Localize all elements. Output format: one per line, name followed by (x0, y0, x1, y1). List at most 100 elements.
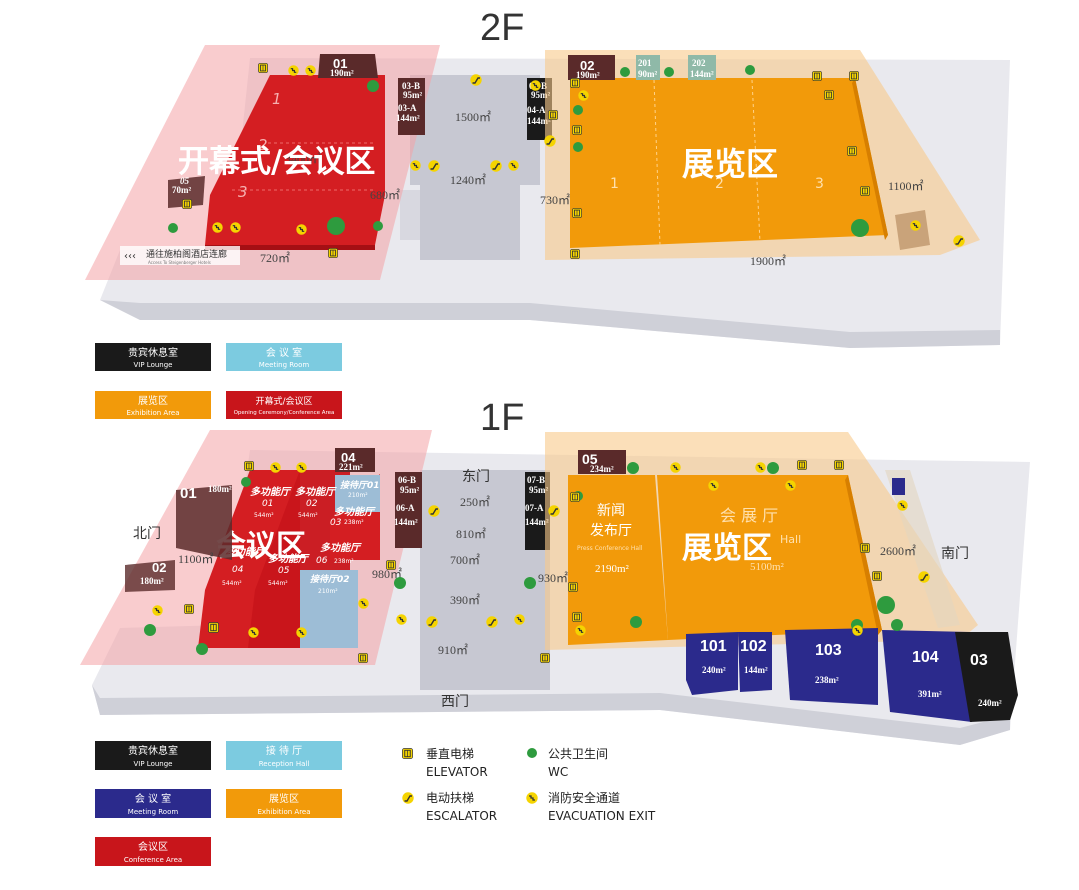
elevator-icon (548, 110, 558, 120)
expo-hall-cn: 会 展 厅 (720, 506, 778, 525)
room-102-area: 144m² (744, 665, 768, 675)
room-1f-02[interactable] (125, 560, 175, 592)
room-1f-03-area: 240m² (978, 698, 1002, 708)
room-103-no: 103 (815, 642, 842, 659)
mf06-area: 238m² (334, 558, 354, 565)
wc-icon (851, 219, 869, 237)
lobby-2f (410, 75, 540, 185)
room-1f-01[interactable] (176, 485, 232, 560)
area-680: 680㎡ (370, 188, 400, 202)
floor-2f-label: 2F (480, 7, 524, 49)
room-101[interactable] (686, 632, 738, 695)
svg-text:VIP Lounge: VIP Lounge (134, 361, 173, 369)
exit-icon (230, 222, 241, 233)
room-2f-03b-area: 95m² (403, 90, 422, 100)
room-2f-02[interactable] (568, 55, 615, 80)
expo-hall-2f (570, 78, 888, 248)
area-720: 720㎡ (260, 251, 290, 265)
room-2f-03[interactable] (398, 78, 425, 135)
svg-text:‹‹‹: ‹‹‹ (124, 251, 136, 262)
reception-hall-02[interactable] (300, 570, 358, 648)
opening-hall-2f (205, 75, 385, 245)
reception-hall-01[interactable] (335, 475, 380, 512)
mf03-area: 238m² (344, 519, 364, 526)
elevator-icon (812, 71, 822, 81)
room-1f-07b-no: 07-B (527, 475, 545, 485)
svg-text:展览区: 展览区 (269, 792, 299, 805)
legend-1f-exhibition: 展览区 Exhibition Area (226, 789, 342, 818)
area-1500: 1500㎡ (455, 110, 491, 124)
elevator-icon (847, 146, 857, 156)
room-2f-05-no: 05 (180, 176, 190, 186)
room-103-area: 238m² (815, 675, 839, 685)
room-1f-03-no: 03 (970, 652, 988, 669)
legend-2f-vip: 贵宾休息室 VIP Lounge (95, 343, 211, 371)
press-conference-hall[interactable] (568, 475, 668, 645)
exit-icon (296, 224, 307, 235)
exit-icon (248, 627, 259, 638)
hotel-walkway-sign[interactable]: ‹‹‹ 通往施柏阁酒店连廊 Access To Steigenberger Ho… (120, 246, 240, 265)
room-1f-05[interactable] (578, 450, 626, 474)
icon-legend-elevator-cn: 垂直电梯 (426, 747, 474, 761)
elevator-icon (182, 199, 192, 209)
mf02-area: 544m² (298, 512, 318, 519)
floor-2f: 2F 1 2 3 3400㎡ 开幕式/会议区 01 190m² 05 70m² … (85, 7, 1010, 419)
exit-icon (578, 90, 589, 101)
escalator-icon (426, 616, 438, 628)
room-2f-01[interactable] (318, 54, 378, 78)
exit-icon (530, 80, 541, 91)
room-104[interactable] (882, 630, 972, 722)
icon-legend-elevator-en: ELEVATOR (426, 765, 488, 779)
elevator-icon (572, 208, 582, 218)
exit-icon (212, 222, 223, 233)
room-104-area: 391m² (918, 689, 942, 699)
elevator-icon (540, 653, 550, 663)
mf04-no: 04 (232, 565, 244, 575)
press-hall-cn2: 发布厅 (590, 523, 632, 539)
svg-text:VIP Lounge: VIP Lounge (134, 760, 173, 768)
mf03-no: 03 (330, 518, 342, 528)
area-930: 930㎡ (538, 571, 568, 585)
escalator-icon (490, 160, 502, 172)
room-1f-03[interactable] (955, 632, 1018, 722)
room-2f-201[interactable] (636, 55, 660, 80)
room-102[interactable] (738, 632, 772, 692)
room-1f-01-no: 01 (180, 485, 197, 502)
mf01-name: 多功能厅 (250, 486, 292, 498)
room-2f-202[interactable] (688, 55, 716, 80)
expo-hall-area: 5100m² (750, 561, 785, 573)
exit-icon (852, 625, 863, 636)
room-1f-04-area: 221m² (339, 462, 363, 472)
room-1f-07[interactable] (525, 472, 550, 550)
room-2f-01-no: 01 (333, 56, 347, 71)
room-1f-02-area: 180m² (140, 576, 164, 586)
elevator-icon (386, 560, 396, 570)
elevator-icon (402, 748, 413, 759)
room-103[interactable] (785, 628, 878, 705)
legend-1f-reception: 接 待 厅 Reception Hall (226, 741, 342, 770)
wc-icon (241, 477, 251, 487)
wc-icon (394, 577, 406, 589)
elevator-icon (568, 582, 578, 592)
wc-icon (620, 67, 630, 77)
escalator-icon (428, 160, 440, 172)
room-1f-04[interactable] (335, 448, 375, 472)
wc-icon (627, 462, 639, 474)
legend-2f-opening: 开幕式/会议区 Opening Ceremony/Conference Area (226, 391, 342, 419)
legend-1f: 贵宾休息室 VIP Lounge 接 待 厅 Reception Hall 会 … (95, 741, 342, 866)
room-101-area: 240m² (702, 665, 726, 675)
area-3400: 3400㎡ (285, 152, 321, 166)
wc-icon (168, 223, 178, 233)
area-910: 910㎡ (438, 643, 468, 657)
legend-1f-conference: 会议区 Conference Area (95, 837, 211, 866)
svg-text:Exhibition Area: Exhibition Area (126, 409, 179, 417)
room-1f-07b-area: 95m² (529, 485, 548, 495)
toilet-icon (527, 748, 537, 758)
mf04-name: 多功能厅 (225, 546, 267, 558)
room-1f-06[interactable] (395, 472, 422, 548)
expo-hall-1f[interactable] (657, 475, 882, 640)
room-1f-06b-area: 95m² (400, 485, 419, 495)
room-2f-05[interactable] (168, 176, 205, 208)
area-1900: 1900㎡ (750, 254, 786, 268)
